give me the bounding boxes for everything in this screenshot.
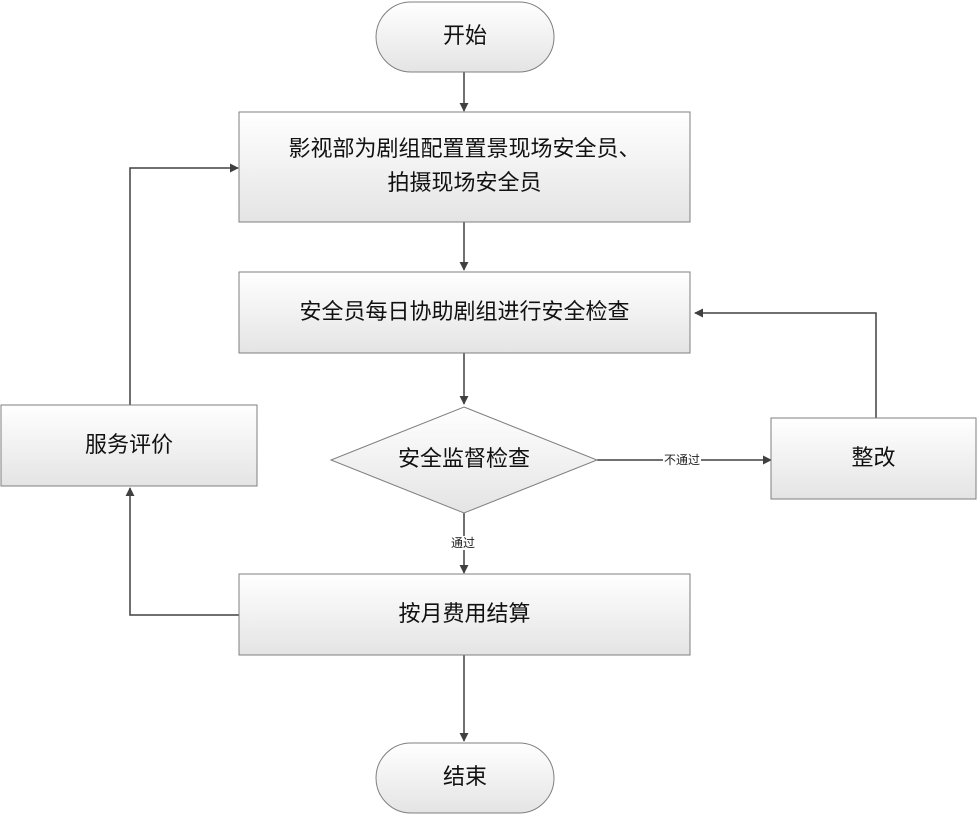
edge-evaluation-to-assign <box>129 163 239 405</box>
node-rectify-shape <box>770 417 977 500</box>
node-supervision-label: 安全监督检查 <box>397 447 530 472</box>
edge-pass-label: 通过 <box>450 536 477 550</box>
node-end-shape <box>375 742 555 814</box>
node-start-shape <box>375 1 555 73</box>
node-rectify-label: 整改 <box>851 445 896 471</box>
edge-settlement-to-evaluation <box>125 487 239 616</box>
node-start-label: 开始 <box>442 24 487 49</box>
node-assign-label-line2: 拍摄现场安全员 <box>387 171 542 196</box>
node-settlement-label: 按月费用结算 <box>398 601 531 627</box>
node-assign-label-line1: 影视部为剧组配置置景现场安全员、 <box>288 137 641 162</box>
node-assign-shape <box>238 111 691 223</box>
node-evaluation-shape <box>0 404 258 487</box>
node-daily-check-shape <box>238 271 691 354</box>
node-evaluation-label: 服务评价 <box>84 432 173 458</box>
edge-fail-label: 不通过 <box>663 453 702 467</box>
node-assign-label: 影视部为剧组配置置景现场安全员、 拍摄现场安全员 <box>239 112 690 222</box>
node-supervision-shape <box>329 406 599 514</box>
edge-rectify-to-daily-check <box>694 308 877 418</box>
node-daily-check-label: 安全员每日协助剧组进行安全检查 <box>299 299 630 325</box>
node-settlement-shape <box>238 573 691 656</box>
node-end-label: 结束 <box>442 765 487 790</box>
